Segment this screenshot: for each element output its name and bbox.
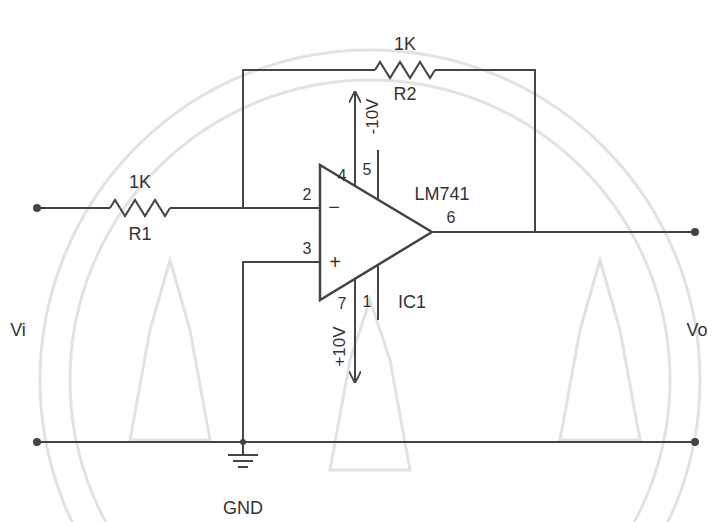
- resistor-symbol: [375, 62, 435, 78]
- part-name: IC1: [398, 293, 426, 311]
- pin-number: 7: [338, 296, 347, 312]
- supply-voltage: -10V: [364, 98, 381, 134]
- resistor-value: 1K: [129, 173, 151, 191]
- signal-name: Vi: [10, 321, 26, 339]
- terminal-dots: [33, 204, 699, 446]
- watermark-seal: [40, 50, 700, 522]
- supply-pin: [354, 279, 356, 382]
- pin-number: 1: [363, 294, 372, 310]
- part-name: LM741: [414, 185, 469, 203]
- signal-name: Vo: [686, 321, 707, 339]
- ground-wire: [243, 262, 320, 455]
- output-wire: [432, 231, 695, 233]
- ground-rail: [37, 441, 695, 443]
- ground-name: GND: [223, 499, 263, 517]
- resistor-symbol: [110, 200, 170, 216]
- part-name: R1: [128, 225, 151, 243]
- pin-number: 5: [363, 162, 372, 178]
- input-sign: +: [329, 252, 341, 272]
- supply-voltage: +10V: [331, 326, 348, 366]
- offset-pin: [377, 150, 379, 200]
- resistor-value: 1K: [394, 35, 416, 53]
- pin-number: 3: [303, 241, 312, 257]
- supply-pin: [354, 92, 356, 186]
- pin-number: 4: [338, 168, 347, 184]
- part-name: R2: [393, 85, 416, 103]
- input-wire: [37, 207, 320, 209]
- ground-symbol: [228, 455, 258, 467]
- pin-number: 2: [303, 187, 312, 203]
- pin-number: 6: [447, 210, 456, 226]
- offset-pin: [377, 265, 379, 320]
- input-sign: −: [328, 197, 340, 217]
